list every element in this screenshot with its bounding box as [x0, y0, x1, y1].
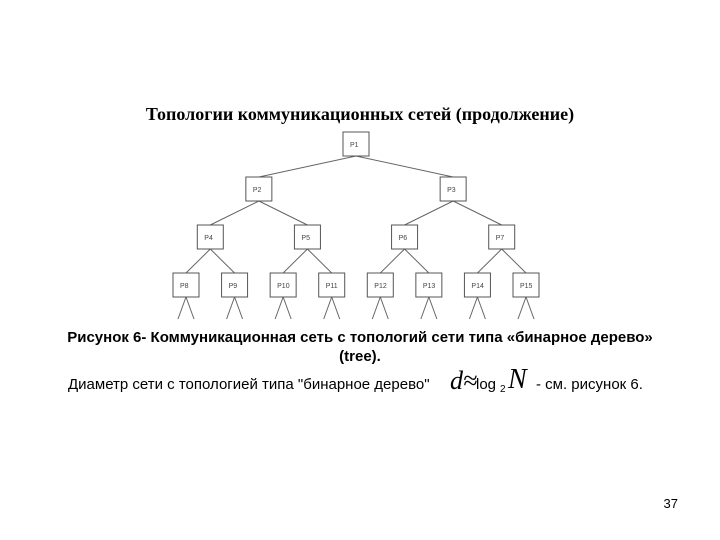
- tree-edge: [379, 248, 405, 274]
- tree-node-box: [391, 224, 419, 250]
- tree-node-label: P14: [471, 283, 484, 290]
- leaf-stub-edge: [476, 296, 486, 320]
- tree-node: P1: [342, 131, 370, 157]
- tree-node: P6: [391, 224, 419, 250]
- tree-node-box: [415, 272, 443, 298]
- leaf-stub-edge: [185, 296, 195, 320]
- tree-node: P14: [463, 272, 491, 298]
- leaf-stub-edge: [428, 296, 438, 320]
- tree-node: P8: [172, 272, 200, 298]
- tree-node: P4: [196, 224, 224, 250]
- tree-node-label: P15: [520, 283, 533, 290]
- tree-node-box: [293, 224, 321, 250]
- tree-edge: [258, 200, 308, 226]
- tree-node-label: P1: [350, 142, 359, 149]
- leaf-stub-edge: [420, 296, 430, 320]
- leaf-stub-edge: [226, 296, 236, 320]
- figure-caption-line1: Рисунок 6- Коммуникационная сеть с топол…: [67, 329, 653, 346]
- slide-title: Топологии коммуникационных сетей (продол…: [145, 104, 575, 124]
- tree-node-label: P2: [253, 187, 262, 194]
- tree-node-box: [366, 272, 394, 298]
- diameter-formula-line: Диаметр сети с топологией типа "бинарное…: [68, 364, 688, 400]
- tree-edge: [477, 248, 503, 274]
- leaf-stub-edge: [525, 296, 535, 320]
- tree-node: P9: [221, 272, 249, 298]
- formula-log-base: 2: [500, 384, 506, 395]
- tree-node-label: P8: [180, 283, 189, 290]
- formula-d: d≈: [450, 366, 478, 395]
- tree-node-label: P13: [423, 283, 436, 290]
- tree-node-box: [342, 131, 370, 157]
- tree-node-label: P3: [447, 187, 456, 194]
- tree-node-label: P6: [399, 235, 408, 242]
- tree-node-box: [488, 224, 516, 250]
- tree-edge: [355, 155, 454, 178]
- tree-node-label: P9: [229, 283, 238, 290]
- tree-node: P13: [415, 272, 443, 298]
- tree-node: P11: [318, 272, 346, 298]
- tree-node-label: P5: [301, 235, 310, 242]
- leaf-stub-edge: [234, 296, 244, 320]
- tree-node-label: P11: [326, 283, 338, 290]
- tree-edge: [404, 200, 454, 226]
- tree-node-label: P12: [374, 283, 387, 290]
- leaf-stub-edge: [331, 296, 341, 320]
- tree-edge: [185, 248, 211, 274]
- leaf-stub-edge: [517, 296, 527, 320]
- tree-edge: [452, 200, 502, 226]
- leaf-stub-edge: [371, 296, 381, 320]
- leaf-stub-edge: [177, 296, 187, 320]
- figure-caption-line2: (tree).: [339, 348, 381, 365]
- tree-edge: [404, 248, 430, 274]
- tree-node-box: [512, 272, 540, 298]
- tree-node-box: [245, 176, 273, 202]
- tree-node: P10: [269, 272, 297, 298]
- tree-edge: [501, 248, 527, 274]
- leaf-stub-edge: [282, 296, 292, 320]
- leaf-stub-edge: [323, 296, 333, 320]
- formula-N: N: [508, 364, 527, 395]
- tree-node-box: [318, 272, 346, 298]
- tree-node-label: P10: [277, 283, 290, 290]
- tree-node: P3: [439, 176, 467, 202]
- tree-node-label: P7: [496, 235, 505, 242]
- tree-edge: [307, 248, 333, 274]
- tree-node-box: [463, 272, 491, 298]
- tree-edge: [210, 200, 260, 226]
- tree-node-box: [439, 176, 467, 202]
- formula-prefix: Диаметр сети с топологией типа "бинарное…: [68, 376, 430, 393]
- tree-node-box: [269, 272, 297, 298]
- formula-suffix: - см. рисунок 6.: [536, 376, 643, 393]
- tree-edge: [258, 155, 357, 178]
- page-number: 37: [663, 496, 678, 511]
- tree-node-box: [221, 272, 249, 298]
- tree-edge: [209, 248, 235, 274]
- tree-node: P15: [512, 272, 540, 298]
- tree-node: P5: [293, 224, 321, 250]
- tree-node: P12: [366, 272, 394, 298]
- formula-log: log: [476, 376, 497, 393]
- tree-node-box: [172, 272, 200, 298]
- tree-node: P7: [488, 224, 516, 250]
- tree-node-label: P4: [204, 235, 213, 242]
- tree-edge: [282, 248, 308, 274]
- leaf-stub-edge: [379, 296, 389, 320]
- tree-node: P2: [245, 176, 273, 202]
- leaf-stub-edge: [468, 296, 478, 320]
- tree-node-box: [196, 224, 224, 250]
- leaf-stub-edge: [274, 296, 284, 320]
